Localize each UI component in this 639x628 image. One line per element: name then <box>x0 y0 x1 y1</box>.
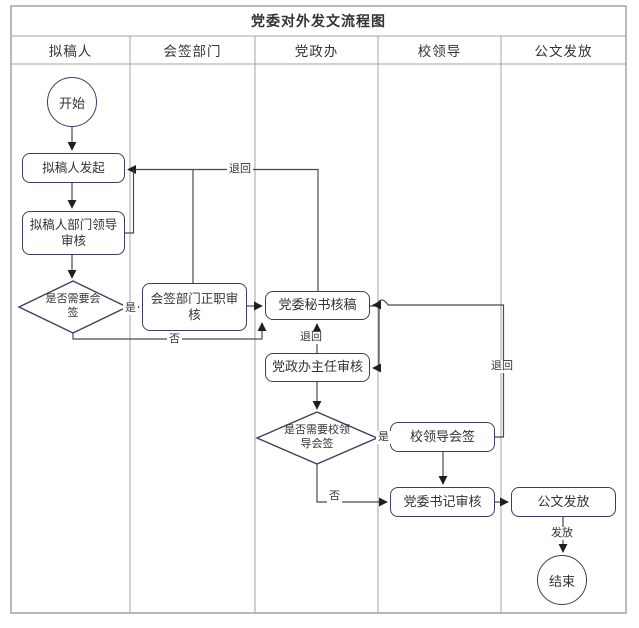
node-document-issue: 公文发放 <box>511 487 616 517</box>
edge-return-to-initiate <box>127 165 319 291</box>
node-end: 结束 <box>537 555 587 605</box>
diagram-title: 党委对外发文流程图 <box>251 13 386 29</box>
edge-label-issue: 发放 <box>549 527 575 540</box>
lane-header-countersign-dept: 会签部门 <box>163 44 222 59</box>
node-office-director-review: 党政办主任审核 <box>265 353 370 382</box>
outer-frame <box>10 5 627 614</box>
node-need-countersign-label: 是否需要会签 <box>45 293 101 319</box>
node-dept-leader-review: 拟稿人部门领导审核 <box>22 211 125 255</box>
edge-label-return-top: 退回 <box>227 163 253 176</box>
node-need-leader-countersign-label: 是否需要校领导会签 <box>284 424 350 450</box>
swimlane-grid <box>10 5 627 614</box>
edge-label-yes-1: 是 <box>123 302 138 315</box>
lane-header-issue: 公文发放 <box>534 44 593 59</box>
lane-header-party-office: 党政办 <box>294 44 339 59</box>
edge-label-return-right: 退回 <box>489 360 515 373</box>
node-initiate: 拟稿人发起 <box>22 153 125 183</box>
node-countersign-dept-review: 会签部门正职审核 <box>142 283 247 331</box>
node-committee-secretary-proofread: 党委秘书核稿 <box>265 291 370 320</box>
node-start: 开始 <box>47 77 97 127</box>
node-party-secretary-review: 党委书记审核 <box>390 487 495 517</box>
edge-leader-return-to-proofread <box>372 299 505 438</box>
edge-label-no-1: 否 <box>167 333 182 346</box>
edge-decision2-no <box>316 464 388 507</box>
lane-header-drafter: 拟稿人 <box>48 44 93 59</box>
node-leader-countersign: 校领导会签 <box>390 422 495 452</box>
edge-deptreview-return-branch <box>125 169 135 234</box>
edge-label-no-2: 否 <box>327 490 342 503</box>
edge-label-return-mid: 退回 <box>298 331 324 344</box>
edge-label-yes-2: 是 <box>376 431 391 444</box>
lane-header-school-leaders: 校领导 <box>417 44 462 59</box>
